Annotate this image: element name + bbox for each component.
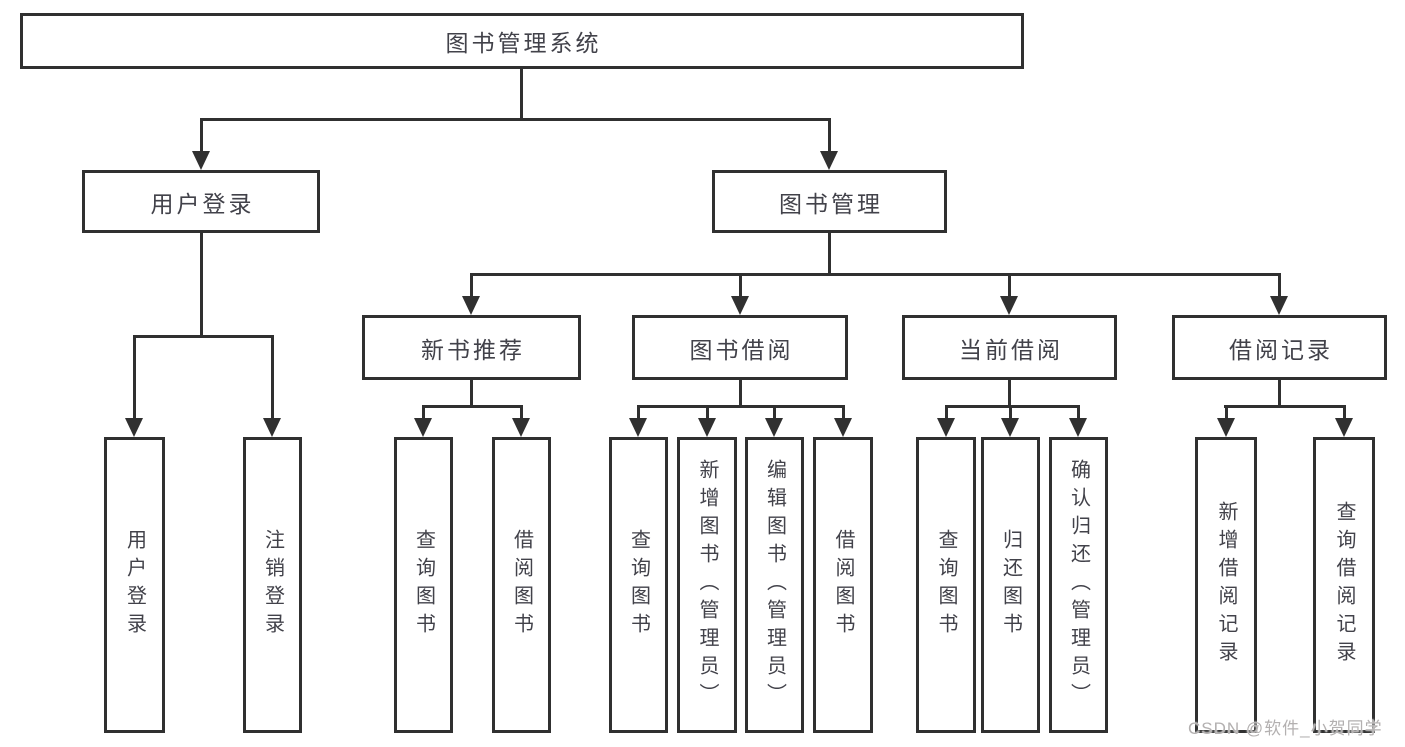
connector-shaft xyxy=(1009,405,1012,420)
arrow-down-icon xyxy=(414,418,432,437)
connector-shaft xyxy=(1008,273,1011,298)
node-leaf-user-login: 用户登录 xyxy=(104,437,165,733)
node-leaf-query-books: 查询图书 xyxy=(609,437,668,733)
connector-shaft xyxy=(271,335,274,420)
node-leaf-borrow-books-recommend: 借阅图书 xyxy=(492,437,551,733)
arrow-down-icon xyxy=(1069,418,1087,437)
node-leaf-add-borrow-record: 新增借阅记录 xyxy=(1195,437,1257,733)
arrow-down-icon xyxy=(937,418,955,437)
connector-shaft xyxy=(200,118,203,154)
connector-shaft xyxy=(739,273,742,298)
arrow-down-icon xyxy=(765,418,783,437)
node-new-book-recommend: 新书推荐 xyxy=(362,315,581,380)
node-leaf-query-books-current: 查询图书 xyxy=(916,437,976,733)
node-leaf-query-borrow-record: 查询借阅记录 xyxy=(1313,437,1375,733)
arrow-down-icon xyxy=(1270,296,1288,315)
connector-book-management-stem xyxy=(828,233,831,276)
connector-shaft xyxy=(773,405,776,420)
arrow-down-icon xyxy=(462,296,480,315)
connector-root-stem xyxy=(520,69,523,121)
connector-split xyxy=(637,405,845,408)
connector-split xyxy=(945,405,1080,408)
node-user-login: 用户登录 xyxy=(82,170,320,233)
node-leaf-edit-books-admin: 编辑图书（管理员） xyxy=(745,437,804,733)
node-leaf-add-books-admin: 新增图书（管理员） xyxy=(677,437,737,733)
arrow-down-icon xyxy=(820,151,838,170)
connector-shaft xyxy=(945,405,948,420)
arrow-down-icon xyxy=(192,151,210,170)
connector-shaft xyxy=(470,273,473,298)
connector-shaft xyxy=(637,405,640,420)
node-leaf-logout: 注销登录 xyxy=(243,437,302,733)
connector-stem xyxy=(1278,380,1281,408)
arrow-down-icon xyxy=(1217,418,1235,437)
node-leaf-borrow-books: 借阅图书 xyxy=(813,437,873,733)
node-book-management: 图书管理 xyxy=(712,170,947,233)
connector-shaft xyxy=(520,405,523,420)
node-borrow-records: 借阅记录 xyxy=(1172,315,1387,380)
connector-shaft xyxy=(828,118,831,154)
connector-stem xyxy=(470,380,473,408)
arrow-down-icon xyxy=(731,296,749,315)
node-leaf-query-books-recommend: 查询图书 xyxy=(394,437,453,733)
node-leaf-confirm-return-admin: 确认归还（管理员） xyxy=(1049,437,1108,733)
arrow-down-icon xyxy=(263,418,281,437)
connector-shaft xyxy=(706,405,709,420)
connector-shaft xyxy=(422,405,425,420)
connector-shaft xyxy=(1077,405,1080,420)
arrow-down-icon xyxy=(125,418,143,437)
connector-stem xyxy=(739,380,742,408)
arrow-down-icon xyxy=(1335,418,1353,437)
node-leaf-return-books: 归还图书 xyxy=(981,437,1040,733)
connector-user-login-stem xyxy=(200,233,203,338)
connector-shaft xyxy=(133,335,136,420)
connector-split xyxy=(1224,405,1345,408)
csdn-watermark: CSDN @软件_小贺同学 xyxy=(1188,719,1383,738)
arrow-down-icon xyxy=(512,418,530,437)
arrow-down-icon xyxy=(629,418,647,437)
connector-shaft xyxy=(1225,405,1228,420)
connector-stem xyxy=(1008,380,1011,408)
node-current-borrow: 当前借阅 xyxy=(902,315,1117,380)
arrow-down-icon xyxy=(698,418,716,437)
node-library-management-system: 图书管理系统 xyxy=(20,13,1024,69)
connector-user-login-split xyxy=(133,335,274,338)
arrow-down-icon xyxy=(1000,296,1018,315)
connector-level2-split xyxy=(200,118,831,121)
connector-level3-split xyxy=(470,273,1281,276)
connector-shaft xyxy=(1278,273,1281,298)
node-book-borrow: 图书借阅 xyxy=(632,315,848,380)
arrow-down-icon xyxy=(834,418,852,437)
connector-shaft xyxy=(1343,405,1346,420)
arrow-down-icon xyxy=(1001,418,1019,437)
connector-split xyxy=(422,405,523,408)
connector-shaft xyxy=(842,405,845,420)
